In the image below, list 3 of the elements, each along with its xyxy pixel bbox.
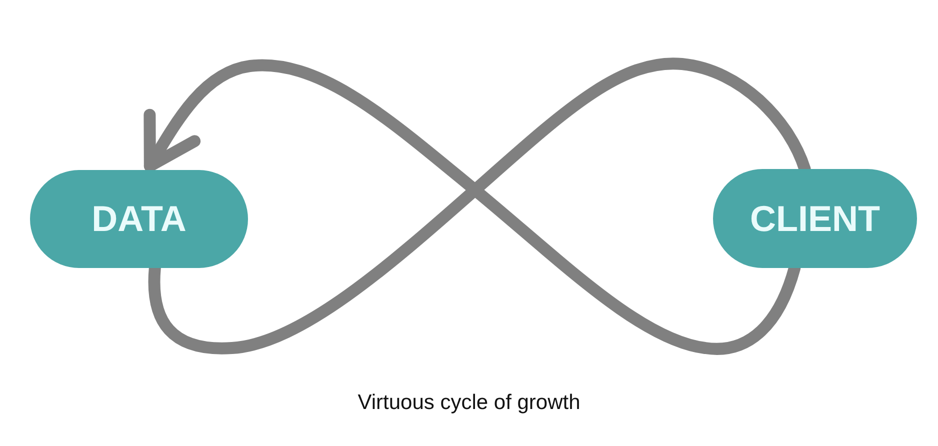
node-label: CLIENT — [750, 200, 880, 236]
caption: Virtuous cycle of growth — [358, 390, 580, 416]
node-label: DATA — [92, 201, 186, 237]
